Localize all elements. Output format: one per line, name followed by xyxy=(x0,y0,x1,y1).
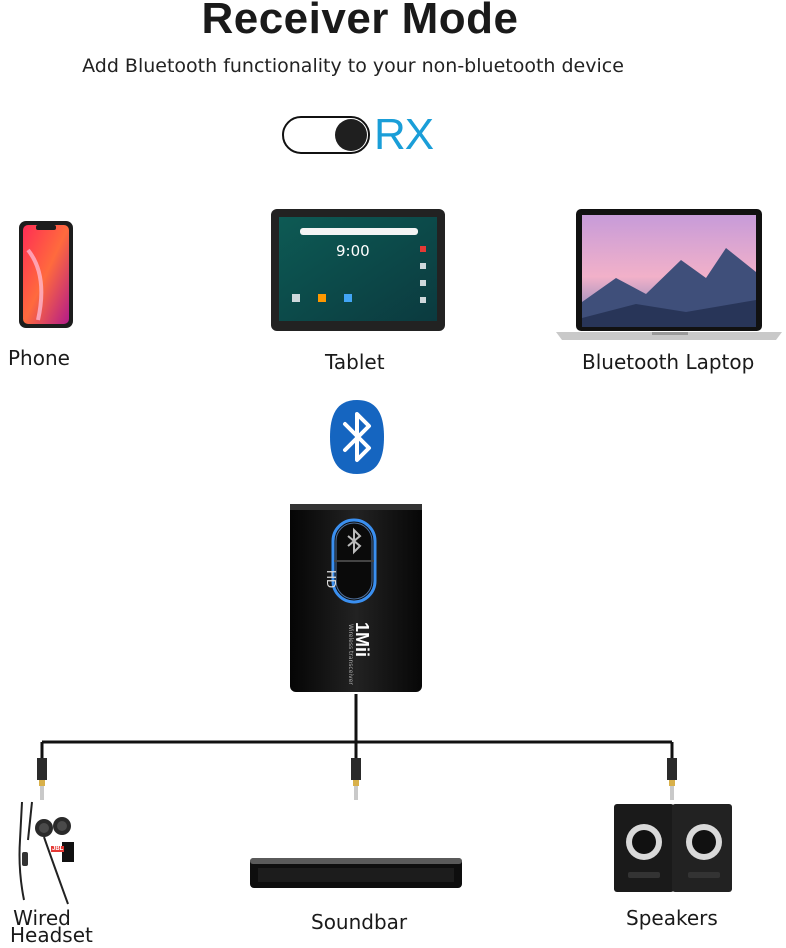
bluetooth-icon xyxy=(330,400,384,474)
tablet-clock: 9:00 xyxy=(336,242,370,260)
smartphone-icon xyxy=(19,221,73,328)
cable-network xyxy=(37,694,677,800)
soundbar-label: Soundbar xyxy=(311,910,408,934)
audio-jack-right xyxy=(667,758,677,800)
adapter-product-text: Wireless transceiver xyxy=(347,624,354,685)
headset-label: Wired Headset xyxy=(10,906,93,947)
headset-label-line1: Wired xyxy=(13,906,71,930)
laptop-icon xyxy=(556,209,782,340)
page-title: Receiver Mode xyxy=(201,0,519,43)
audio-jack-left xyxy=(37,758,47,800)
soundbar-icon xyxy=(250,858,462,888)
adapter-brand: 1Mii xyxy=(352,622,372,658)
toggle-knob xyxy=(335,119,367,151)
phone-label: Phone xyxy=(8,346,70,370)
bluetooth-adapter-icon xyxy=(290,504,422,692)
earphones-icon xyxy=(18,801,74,905)
laptop-label: Bluetooth Laptop xyxy=(582,350,755,374)
page-subtitle: Add Bluetooth functionality to your non-… xyxy=(82,55,624,77)
headset-label-line2: Headset xyxy=(10,923,93,947)
speakers-label: Speakers xyxy=(626,906,718,930)
tablet-icon xyxy=(271,209,445,331)
speakers-icon xyxy=(614,804,732,892)
adapter-hd-label: HD xyxy=(324,570,338,589)
audio-jack-center xyxy=(351,758,361,800)
tablet-label: Tablet xyxy=(325,350,385,374)
mode-toggle xyxy=(282,116,370,154)
earphones-brand: JBL xyxy=(51,846,65,852)
mode-label: RX xyxy=(374,110,434,159)
